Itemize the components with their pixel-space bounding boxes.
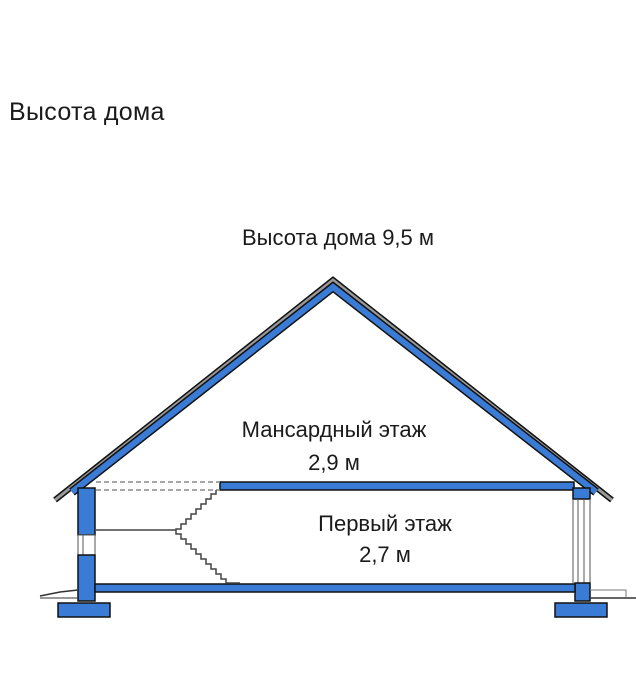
right-wall	[554, 487, 636, 618]
first-floor-label: Первый этаж	[318, 511, 452, 536]
total-height-label: Высота дома 9,5 м	[242, 225, 434, 250]
attic-floor-height: 2,9 м	[308, 450, 360, 475]
section-heading: Высота дома	[9, 98, 165, 126]
attic-floor-label: Мансардный этаж	[242, 417, 427, 442]
first-floor-height: 2,7 м	[359, 542, 411, 567]
attic-floor	[96, 481, 575, 491]
roof	[53, 276, 614, 503]
ground-floor-slab	[39, 583, 576, 599]
staircase	[96, 490, 240, 584]
left-wall	[57, 487, 111, 618]
